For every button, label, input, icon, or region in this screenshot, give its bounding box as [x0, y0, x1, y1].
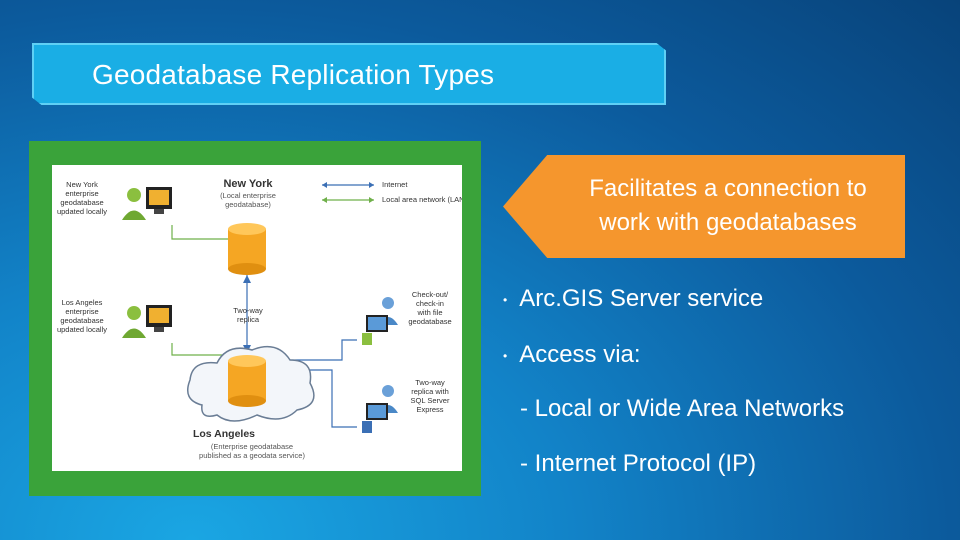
ny-user-label-2: enterprise	[65, 189, 98, 198]
legend: Internet Local area network (LAN)	[322, 180, 468, 204]
sql-label-1: Two-way	[415, 378, 445, 387]
ny-user-workstation-icon	[122, 187, 172, 220]
checkout-label-3: with file	[416, 308, 442, 317]
replication-diagram: New York enterprise geodatabase updated …	[52, 165, 468, 471]
sub-bullet-item: - Local or Wide Area Networks	[520, 395, 844, 423]
la-user-label-1: Los Angeles	[62, 298, 103, 307]
sql-label-4: Express	[416, 405, 443, 414]
callout-arrow	[503, 155, 905, 258]
bullet-dot-icon: •	[503, 292, 508, 307]
la-sub-2: published as a geodata service)	[199, 451, 305, 460]
two-way-label-1: Two-way	[233, 306, 263, 315]
la-title: Los Angeles	[193, 428, 255, 440]
bullet-dot-icon: •	[503, 348, 508, 363]
callout-line-2: work with geodatabases	[599, 209, 857, 236]
checkout-label-1: Check-out/	[412, 290, 449, 299]
checkout-user-icon	[362, 297, 398, 345]
la-user-label-3: geodatabase	[60, 316, 103, 325]
sql-label-3: SQL Server	[411, 396, 450, 405]
legend-lan: Local area network (LAN)	[382, 195, 462, 204]
bullet-text: Access via:	[519, 341, 641, 368]
checkout-label-2: check-in	[416, 299, 444, 308]
la-database-icon	[228, 355, 266, 407]
bullet-item: • Access via:	[503, 341, 641, 369]
checkout-label-4: geodatabase	[408, 317, 451, 326]
diagram-frame: New York enterprise geodatabase updated …	[29, 141, 481, 496]
ny-user-label-3: geodatabase	[60, 198, 103, 207]
diagram-svg: New York enterprise geodatabase updated …	[57, 178, 468, 460]
title-banner: Geodatabase Replication Types	[32, 43, 666, 105]
sql-express-user-icon	[362, 385, 398, 433]
sub-bullet-text: Local or Wide Area Networks	[534, 395, 845, 422]
sql-label-2: replica with	[411, 387, 449, 396]
slide-title: Geodatabase Replication Types	[92, 59, 495, 90]
ny-user-label-4: updated locally	[57, 207, 107, 216]
callout-text: Facilitates a connection to work with ge…	[548, 172, 908, 240]
ny-sub-1: (Local enterprise	[220, 191, 276, 200]
sub-bullet-item: - Internet Protocol (IP)	[520, 450, 756, 478]
callout-line-1: Facilitates a connection to	[589, 175, 867, 202]
ny-database-icon	[228, 223, 266, 275]
ny-sub-2: geodatabase)	[225, 200, 271, 209]
la-user-workstation-icon	[122, 305, 172, 338]
la-sub-1: (Enterprise geodatabase	[211, 442, 293, 451]
bullet-text: Arc.GIS Server service	[519, 285, 764, 312]
legend-internet: Internet	[382, 180, 408, 189]
dash-icon: -	[520, 395, 535, 422]
dash-icon: -	[520, 450, 535, 477]
bullet-item: • Arc.GIS Server service	[503, 285, 763, 313]
ny-title: New York	[223, 178, 273, 190]
sub-bullet-text: Internet Protocol (IP)	[534, 450, 757, 477]
la-user-label-2: enterprise	[65, 307, 98, 316]
la-user-label-4: updated locally	[57, 325, 107, 334]
ny-user-label-1: New York	[66, 180, 98, 189]
two-way-label-2: replica	[237, 315, 260, 324]
